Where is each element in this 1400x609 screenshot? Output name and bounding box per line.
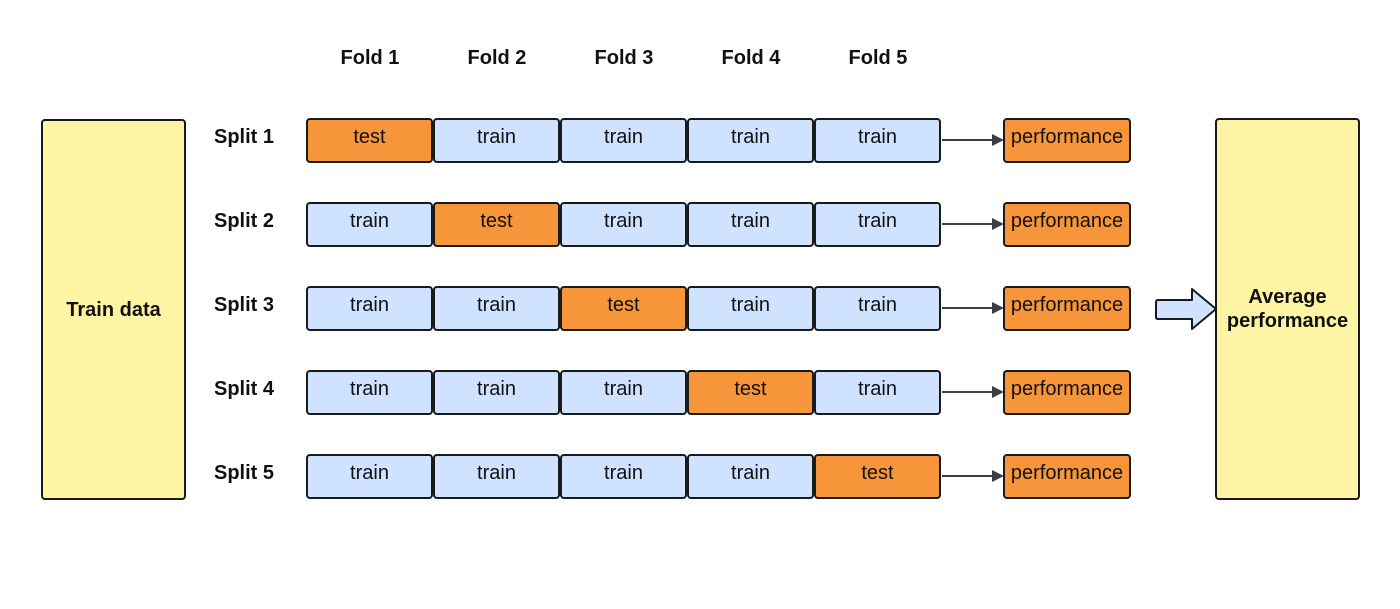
cell-label: test <box>353 126 386 148</box>
train-cell: train <box>560 118 687 163</box>
test-cell: test <box>560 286 687 331</box>
cell-label: train <box>477 294 516 316</box>
train-cell: train <box>814 286 941 331</box>
test-cell: test <box>687 370 814 415</box>
split-label-1: Split 1 <box>213 126 274 148</box>
performance-box: performance <box>1003 286 1131 331</box>
performance-box: performance <box>1003 370 1131 415</box>
cell-label: test <box>480 210 513 232</box>
cell-label: train <box>350 462 389 484</box>
train-cell: train <box>433 370 560 415</box>
cell-label: test <box>607 294 640 316</box>
train-cell: train <box>433 454 560 499</box>
cell-label: train <box>858 378 897 400</box>
train-cell: train <box>814 370 941 415</box>
split-label-5: Split 5 <box>213 462 274 484</box>
cell-label: test <box>734 378 767 400</box>
block-arrow-right-icon <box>1155 288 1217 330</box>
train-cell: train <box>306 370 433 415</box>
split-label-4: Split 4 <box>213 378 274 400</box>
cell-label: train <box>604 126 643 148</box>
fold-header-5: Fold 5 <box>848 47 908 69</box>
fold-header-1: Fold 1 <box>340 47 400 69</box>
performance-label: performance <box>1010 126 1124 148</box>
cell-label: train <box>604 378 643 400</box>
cell-label: train <box>731 294 770 316</box>
performance-label: performance <box>1010 378 1124 400</box>
train-cell: train <box>687 286 814 331</box>
average-performance-label-line1: Average <box>1248 286 1327 308</box>
cell-label: test <box>861 462 894 484</box>
performance-box: performance <box>1003 202 1131 247</box>
train-cell: train <box>306 454 433 499</box>
fold-header-2: Fold 2 <box>467 47 527 69</box>
train-data-box: Train data <box>41 119 186 500</box>
cell-label: train <box>858 294 897 316</box>
cell-label: train <box>731 462 770 484</box>
test-cell: test <box>306 118 433 163</box>
fold-header-4: Fold 4 <box>721 47 781 69</box>
train-cell: train <box>433 286 560 331</box>
performance-box: performance <box>1003 454 1131 499</box>
cell-label: train <box>350 378 389 400</box>
train-cell: train <box>306 286 433 331</box>
test-cell: test <box>814 454 941 499</box>
cell-label: train <box>604 210 643 232</box>
train-cell: train <box>560 454 687 499</box>
train-data-label: Train data <box>66 298 161 321</box>
performance-label: performance <box>1010 462 1124 484</box>
train-cell: train <box>560 370 687 415</box>
train-cell: train <box>560 202 687 247</box>
performance-label: performance <box>1010 294 1124 316</box>
split-label-2: Split 2 <box>213 210 274 232</box>
performance-box: performance <box>1003 118 1131 163</box>
train-cell: train <box>814 118 941 163</box>
cell-label: train <box>477 126 516 148</box>
cell-label: train <box>477 462 516 484</box>
train-cell: train <box>687 118 814 163</box>
cell-label: train <box>604 462 643 484</box>
train-cell: train <box>687 454 814 499</box>
cell-label: train <box>858 126 897 148</box>
split-label-3: Split 3 <box>213 294 274 316</box>
average-performance-label-line2: performance <box>1226 310 1349 332</box>
cell-label: train <box>858 210 897 232</box>
train-cell: train <box>814 202 941 247</box>
train-cell: train <box>433 118 560 163</box>
train-cell: train <box>306 202 433 247</box>
cell-label: train <box>731 126 770 148</box>
fold-header-3: Fold 3 <box>594 47 654 69</box>
cell-label: train <box>731 210 770 232</box>
cell-label: train <box>477 378 516 400</box>
performance-label: performance <box>1010 210 1124 232</box>
train-cell: train <box>687 202 814 247</box>
cell-label: train <box>350 294 389 316</box>
test-cell: test <box>433 202 560 247</box>
row-arrows <box>942 134 1004 482</box>
cell-label: train <box>350 210 389 232</box>
